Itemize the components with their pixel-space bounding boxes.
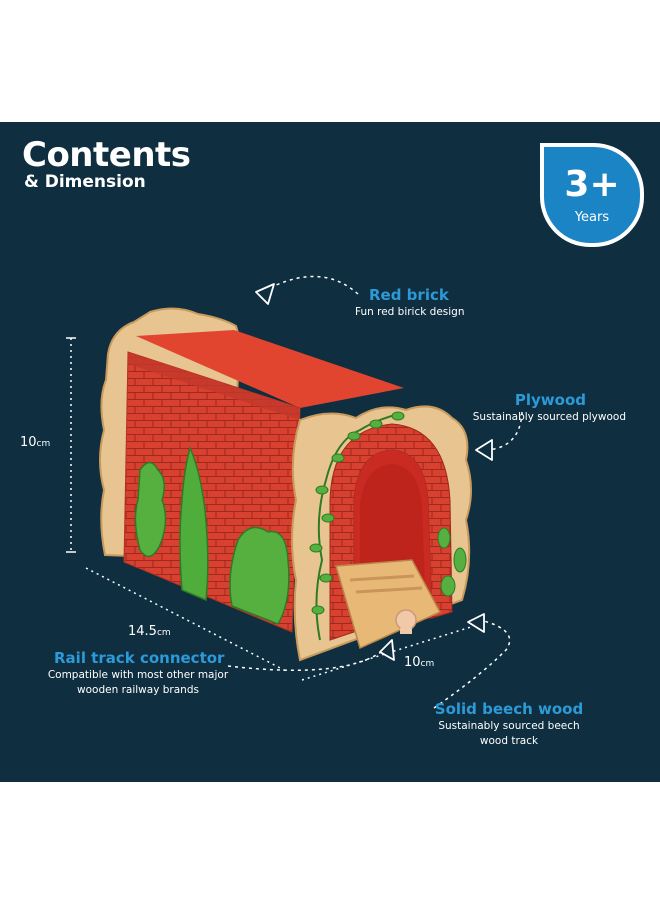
page-title: Contents [22, 135, 191, 175]
age-badge-inner: 3+ Years [544, 147, 640, 243]
plywood-description: Sustainably sourced plywood [472, 411, 626, 423]
width-dimension: 10cm [404, 656, 434, 669]
age-value: 3+ [564, 164, 620, 205]
ivy-vine [315, 413, 401, 641]
plywood-title: Plywood [514, 391, 586, 409]
length-dimension: 14.5cm [128, 625, 171, 638]
bush-left [134, 461, 167, 558]
beech-wood-description-line2: wood track [479, 735, 539, 747]
height-value: 10 [20, 435, 37, 450]
rail-connector-description-line2: wooden railway brands [77, 684, 199, 696]
age-badge: 3+ Years [540, 143, 644, 247]
age-label: Years [574, 210, 610, 225]
bush-right [229, 526, 290, 625]
cypress-tree [179, 445, 209, 602]
red-brick-title: Red brick [369, 286, 449, 304]
length-value: 14.5 [128, 624, 157, 639]
tunnel-roof [136, 330, 404, 408]
beech-wood-description-line1: Sustainably sourced beech [438, 720, 580, 732]
width-unit: cm [420, 659, 435, 669]
length-unit: cm [156, 628, 171, 638]
rail-connector-description-line1: Compatible with most other major [47, 669, 229, 681]
red-brick-description: Fun red birick design [355, 306, 465, 318]
wooden-track [335, 559, 442, 650]
rail-connector-title: Rail track connector [54, 649, 225, 667]
beech-wood-title: Solid beech wood [434, 700, 584, 718]
page-subtitle: & Dimension [24, 172, 146, 192]
width-value: 10 [404, 655, 421, 670]
connector-peg [395, 609, 417, 631]
height-dimension: 10cm [20, 436, 50, 449]
height-unit: cm [36, 439, 51, 449]
